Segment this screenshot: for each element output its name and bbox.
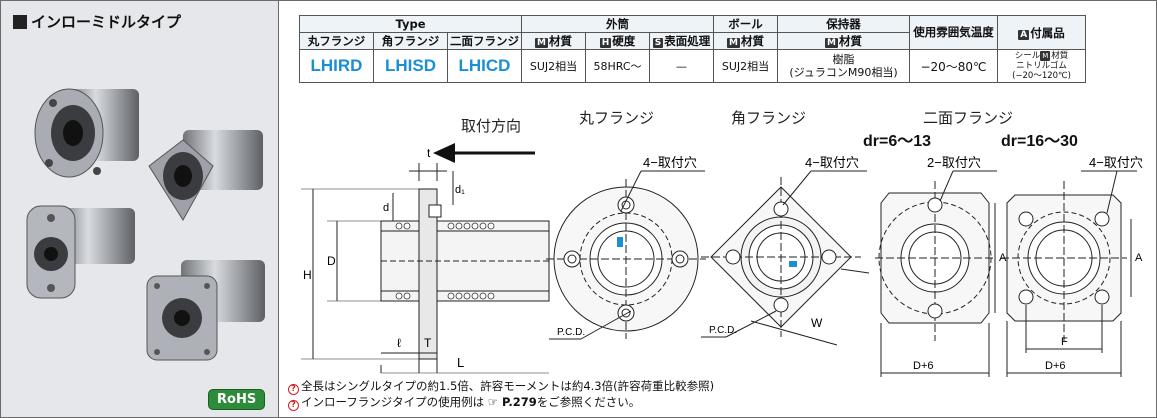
note-2: ?インローフランジタイプの使用例は ☞ P.279をご参照ください。: [288, 395, 714, 411]
holder-material: 樹脂(ジュラコンM90相当): [777, 49, 910, 83]
header-holder: 保持器: [777, 15, 910, 33]
section-title-text: インローミドルタイプ: [31, 13, 182, 31]
badge-m-icon: M: [1040, 51, 1051, 61]
header-surface-text: 表面処理: [664, 34, 711, 48]
product-photo-flange-front: [146, 260, 265, 361]
info-icon: ?: [288, 400, 299, 411]
square-bullet-icon: [13, 14, 27, 29]
dim-T: T: [424, 336, 432, 350]
dim-d1: d₁: [455, 184, 465, 196]
header-ball-material-text: 材質: [740, 34, 764, 48]
label-4-holes-square: 4−取付穴: [805, 155, 859, 170]
header-outer: 外筒: [521, 15, 714, 33]
dim-F: F: [1061, 336, 1068, 348]
section-title: インローミドルタイプ: [13, 11, 181, 32]
badge-s-icon: S: [652, 38, 664, 48]
code-lhird[interactable]: LHIRD: [299, 49, 374, 83]
dim-d: d: [383, 202, 389, 214]
header-accessory-text: 付属品: [1030, 25, 1065, 40]
product-photo-panel: インローミドルタイプ: [1, 1, 279, 417]
arrow-left-icon: [433, 143, 455, 163]
header-kaku: 角フランジ: [373, 32, 448, 50]
label-pcd-square: P.C.D.: [709, 325, 737, 336]
product-photo-round-flange: [34, 88, 139, 178]
product-photo-two-face-flange: [26, 205, 135, 299]
accessory-material: 材質: [1051, 51, 1069, 61]
outer-hardness: 58HRC〜: [585, 49, 650, 83]
code-lhicd[interactable]: LHICD: [447, 49, 522, 83]
rohs-badge: RoHS: [208, 389, 266, 410]
accessory-seal: シール: [1014, 51, 1041, 61]
holder-line1: 樹脂: [832, 53, 855, 66]
env-temp: −20〜80℃: [909, 49, 998, 83]
outer-surface: —: [649, 49, 714, 83]
note-2-tail: をご参照ください。: [536, 395, 641, 409]
product-photo-square-flange: [148, 130, 263, 221]
badge-m-icon: M: [535, 38, 548, 48]
header-maru: 丸フランジ: [299, 32, 374, 50]
info-icon: ?: [288, 384, 299, 395]
notes: ?全長はシングルタイプの約1.5倍、許容モーメントは約4.3倍(許容荷重比較参照…: [288, 379, 714, 411]
dr-range-large: dr=16〜30: [1001, 133, 1078, 150]
dim-H: H: [303, 268, 312, 282]
page-reference-link[interactable]: ☞ P.279: [487, 395, 537, 409]
badge-h-icon: H: [599, 38, 612, 48]
header-type: Type: [299, 15, 522, 33]
holder-line2: (ジュラコンM90相当): [789, 66, 898, 79]
dim-t: t: [427, 146, 431, 160]
technical-drawing: t d₁ d H D ℓ T L 4−取付穴 P.C.D.: [301, 143, 1143, 377]
ball-material: SUJ2相当: [713, 49, 778, 83]
dim-A-large: A: [1135, 252, 1143, 264]
accessory-line3: (−20〜120℃): [1012, 71, 1071, 81]
accessory-line2: ニトリルゴム: [1016, 61, 1067, 71]
dim-D: D: [327, 254, 336, 268]
note-1-text: 全長はシングルタイプの約1.5倍、許容モーメントは約4.3倍(許容荷重比較参照): [301, 379, 715, 393]
dim-D6-large: D+6: [1045, 360, 1066, 372]
note-2-text: インローフランジタイプの使用例は: [301, 395, 485, 409]
dim-W: W: [811, 316, 823, 330]
code-lhisd[interactable]: LHISD: [373, 49, 448, 83]
label-2-holes: 2−取付穴: [927, 155, 981, 170]
outer-material: SUJ2相当: [521, 49, 586, 83]
two-face-flange-label: 二面フランジ: [923, 109, 1014, 127]
badge-m-icon: M: [727, 38, 740, 48]
header-outer-material-text: 材質: [548, 34, 572, 48]
square-flange-label: 角フランジ: [731, 109, 807, 127]
badge-a-icon: A: [1018, 29, 1030, 40]
header-hardness-text: 硬度: [612, 34, 636, 48]
label-pcd-round: P.C.D.: [557, 327, 585, 338]
label-4-holes-round: 4−取付穴: [643, 155, 697, 170]
mount-direction-label: 取付方向: [461, 117, 522, 135]
header-holder-material-text: 材質: [838, 34, 862, 48]
dr-range-small: dr=6〜13: [863, 133, 932, 150]
dim-L: L: [457, 355, 464, 370]
header-env-temp-text: 使用雰囲気温度: [913, 25, 994, 39]
header-nimen: 二面フランジ: [447, 32, 522, 50]
round-flange-label: 丸フランジ: [579, 109, 655, 127]
label-4-holes-two-face: 4−取付穴: [1089, 155, 1143, 170]
header-ball: ボール: [713, 15, 778, 33]
dim-l: ℓ: [397, 336, 401, 350]
header-env-temp: 使用雰囲気温度: [909, 15, 998, 50]
badge-m-icon: M: [825, 38, 838, 48]
dim-D6-small: D+6: [913, 360, 934, 372]
note-1: ?全長はシングルタイプの約1.5倍、許容モーメントは約4.3倍(許容荷重比較参照…: [288, 379, 714, 395]
